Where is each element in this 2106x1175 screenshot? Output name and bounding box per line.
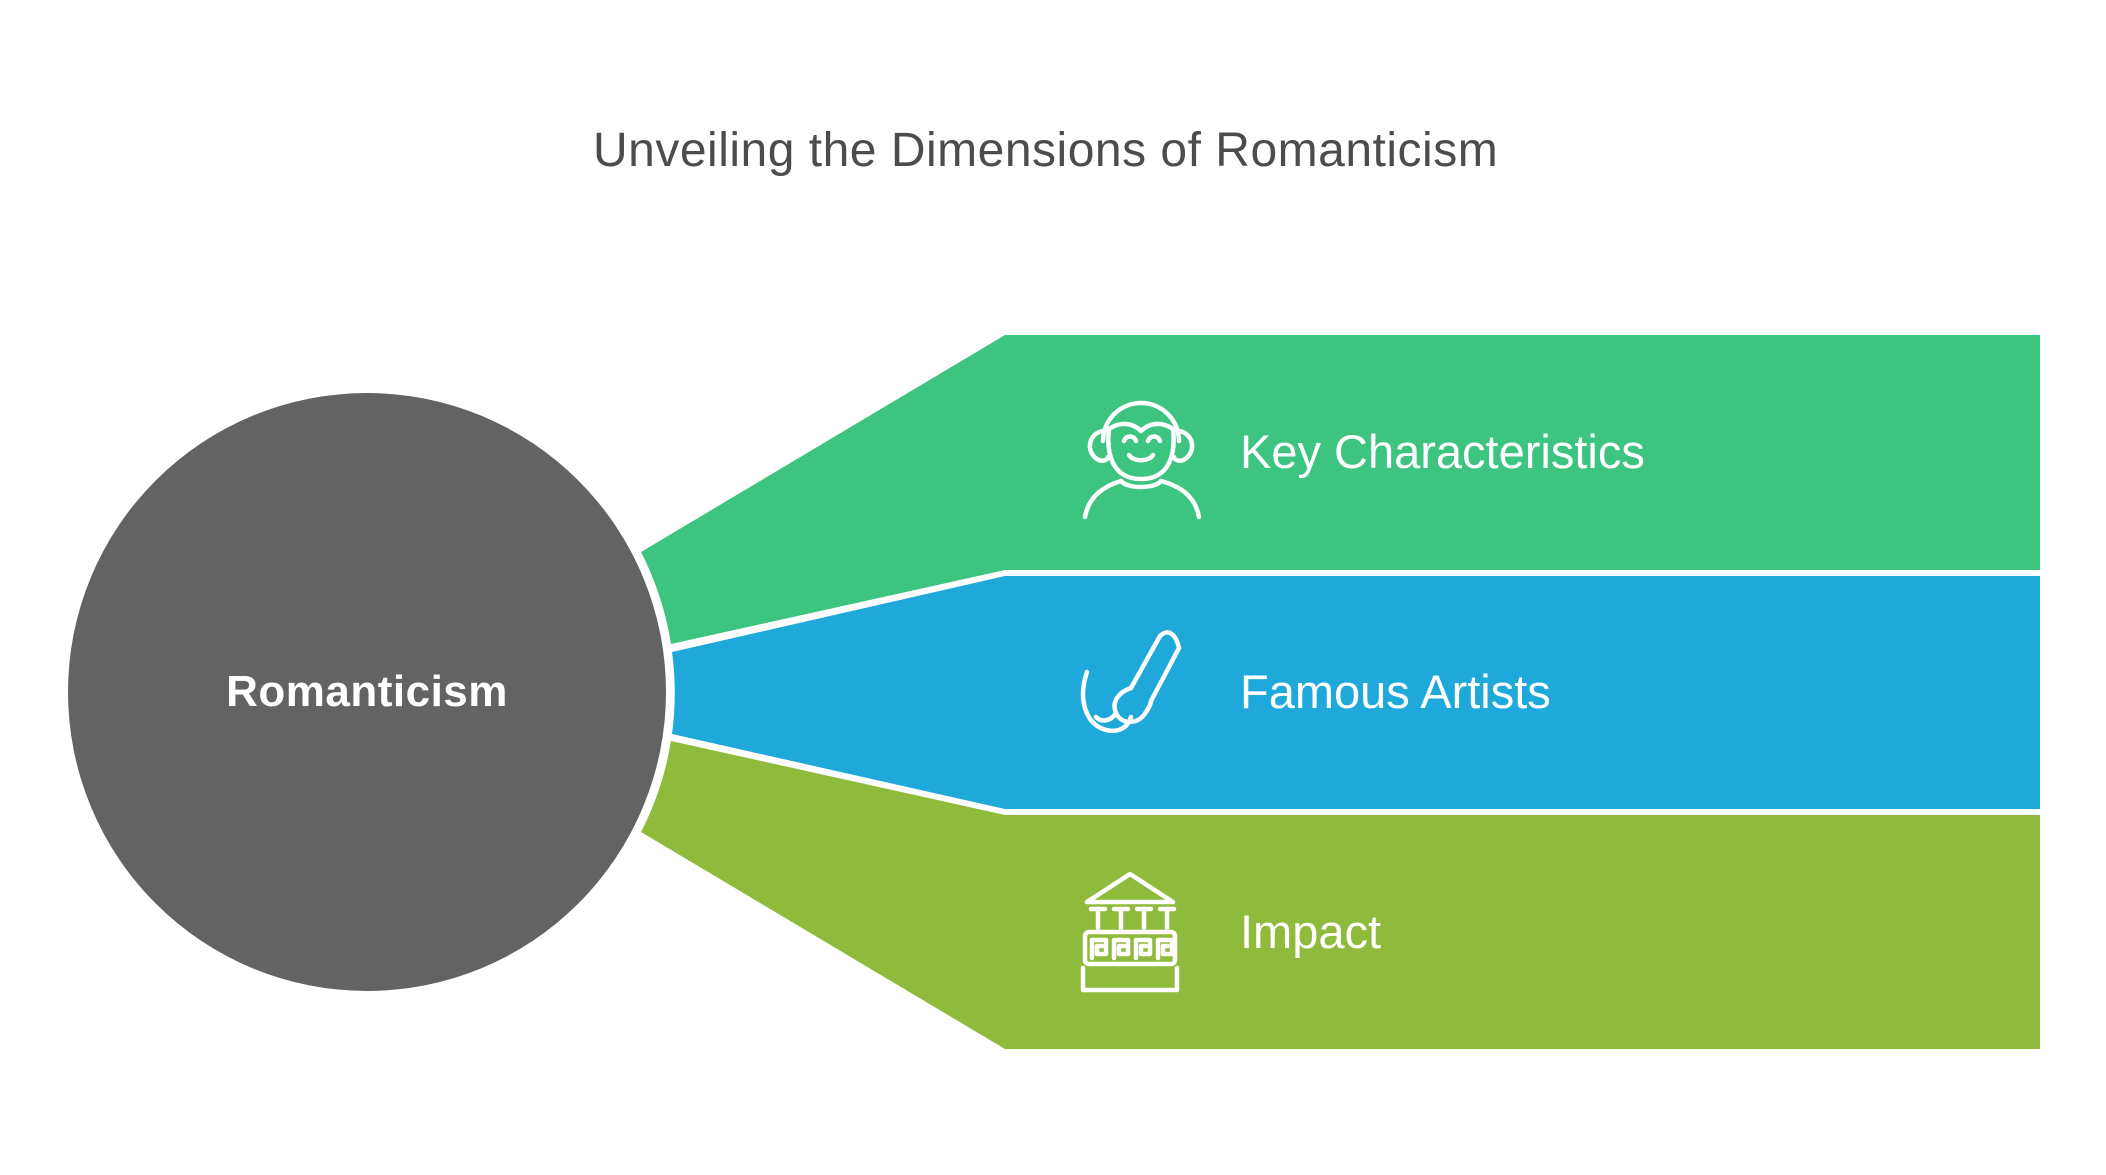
branch-band-impact (641, 741, 2040, 1049)
diagram-title: Unveiling the Dimensions of Romanticism (593, 124, 1499, 177)
center-circle (68, 393, 666, 991)
branch-band-famous-artists (672, 576, 2040, 809)
branch-label-impact: Impact (1240, 905, 1382, 958)
temple-icon (1080, 871, 1180, 993)
paintbrush-icon (1080, 630, 1182, 734)
branch-label-famous-artists: Famous Artists (1240, 665, 1551, 718)
center-node-label: Romanticism (226, 667, 508, 716)
branch-band-key-characteristics (641, 335, 2040, 644)
person-icon (1082, 400, 1202, 520)
branch-label-key-characteristics: Key Characteristics (1240, 425, 1645, 478)
